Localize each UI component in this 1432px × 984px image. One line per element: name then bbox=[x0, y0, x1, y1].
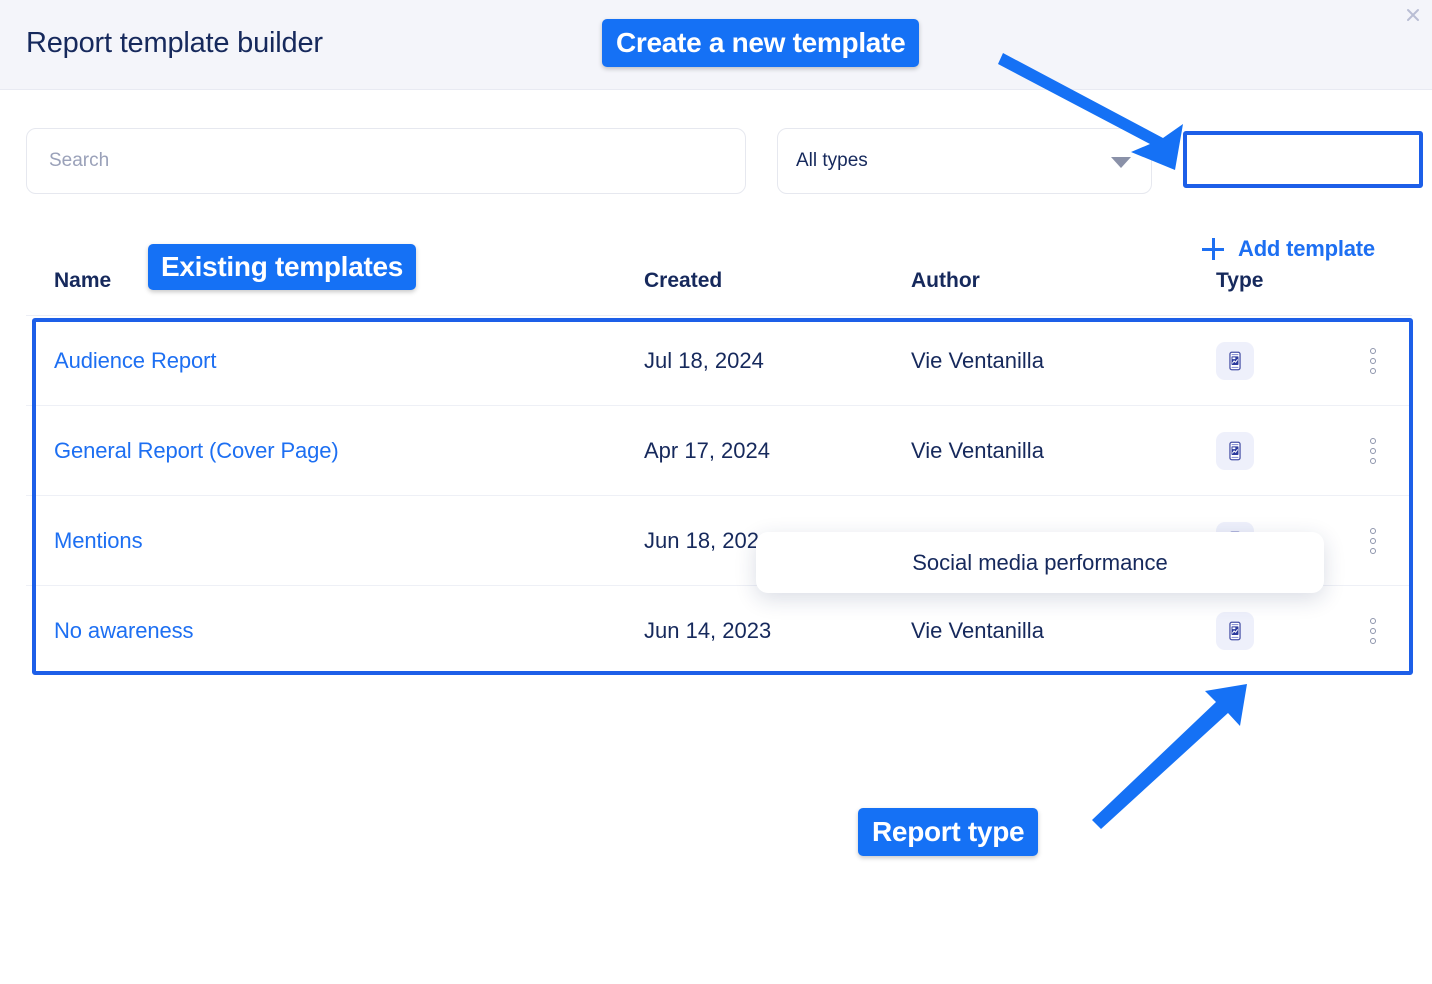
template-author: Vie Ventanilla bbox=[911, 437, 1044, 463]
row-menu-icon[interactable] bbox=[1361, 436, 1385, 466]
annotation-create-new-template-label: Create a new template bbox=[616, 27, 906, 58]
table-body: Audience Report Jul 18, 2024 Vie Ventani… bbox=[26, 316, 1412, 676]
search-input[interactable] bbox=[26, 128, 746, 194]
column-header-created[interactable]: Created bbox=[644, 269, 723, 292]
template-name-link[interactable]: No awareness bbox=[54, 618, 194, 643]
row-menu-icon[interactable] bbox=[1361, 616, 1385, 646]
template-author: Vie Ventanilla bbox=[911, 618, 1044, 643]
toolbar: All types Add template bbox=[0, 90, 1432, 275]
add-template-button[interactable]: Add template bbox=[1186, 223, 1418, 275]
template-name-link[interactable]: Mentions bbox=[54, 527, 143, 553]
annotation-report-type-label: Report type bbox=[872, 816, 1025, 847]
plus-icon bbox=[1202, 238, 1224, 260]
table-row[interactable]: General Report (Cover Page) Apr 17, 2024… bbox=[26, 406, 1412, 496]
annotation-report-type: Report type bbox=[858, 808, 1039, 856]
chevron-down-icon bbox=[1111, 157, 1131, 168]
social-media-performance-icon[interactable] bbox=[1216, 341, 1254, 380]
row-menu-icon[interactable] bbox=[1361, 346, 1385, 376]
template-created: Apr 17, 2024 bbox=[644, 437, 770, 463]
template-name-link[interactable]: Audience Report bbox=[54, 347, 217, 373]
social-media-performance-icon[interactable] bbox=[1216, 612, 1254, 650]
annotation-existing-templates-label: Existing templates bbox=[161, 251, 404, 282]
page-title: Report template builder bbox=[26, 27, 323, 59]
table-row[interactable]: No awareness Jun 14, 2023 Vie Ventanilla bbox=[26, 586, 1412, 676]
type-tooltip-text: Social media performance bbox=[912, 549, 1168, 575]
close-icon[interactable] bbox=[1400, 2, 1426, 28]
template-created: Jul 18, 2024 bbox=[644, 347, 764, 373]
table-header-row: Name Created Author Type bbox=[26, 223, 1412, 316]
social-media-performance-icon[interactable] bbox=[1216, 431, 1254, 470]
type-filter-select[interactable]: All types bbox=[777, 128, 1152, 194]
template-name-link[interactable]: General Report (Cover Page) bbox=[54, 437, 339, 463]
templates-table: Name Created Author Type Audience Report… bbox=[26, 223, 1412, 676]
add-template-label: Add template bbox=[1238, 236, 1375, 261]
column-header-type[interactable]: Type bbox=[1216, 269, 1264, 292]
column-header-author[interactable]: Author bbox=[911, 269, 980, 292]
type-tooltip: Social media performance bbox=[756, 532, 1324, 593]
table-row[interactable]: Audience Report Jul 18, 2024 Vie Ventani… bbox=[26, 316, 1412, 406]
row-menu-icon[interactable] bbox=[1361, 526, 1385, 556]
annotation-create-new-template: Create a new template bbox=[602, 19, 920, 67]
template-created: Jun 18, 2024 bbox=[644, 527, 772, 553]
template-created: Jun 14, 2023 bbox=[644, 618, 772, 643]
header-bar: Report template builder bbox=[0, 0, 1432, 90]
template-author: Vie Ventanilla bbox=[911, 347, 1044, 373]
type-filter-value: All types bbox=[796, 150, 868, 171]
annotation-existing-templates: Existing templates bbox=[148, 244, 417, 290]
column-header-name[interactable]: Name bbox=[54, 269, 112, 292]
